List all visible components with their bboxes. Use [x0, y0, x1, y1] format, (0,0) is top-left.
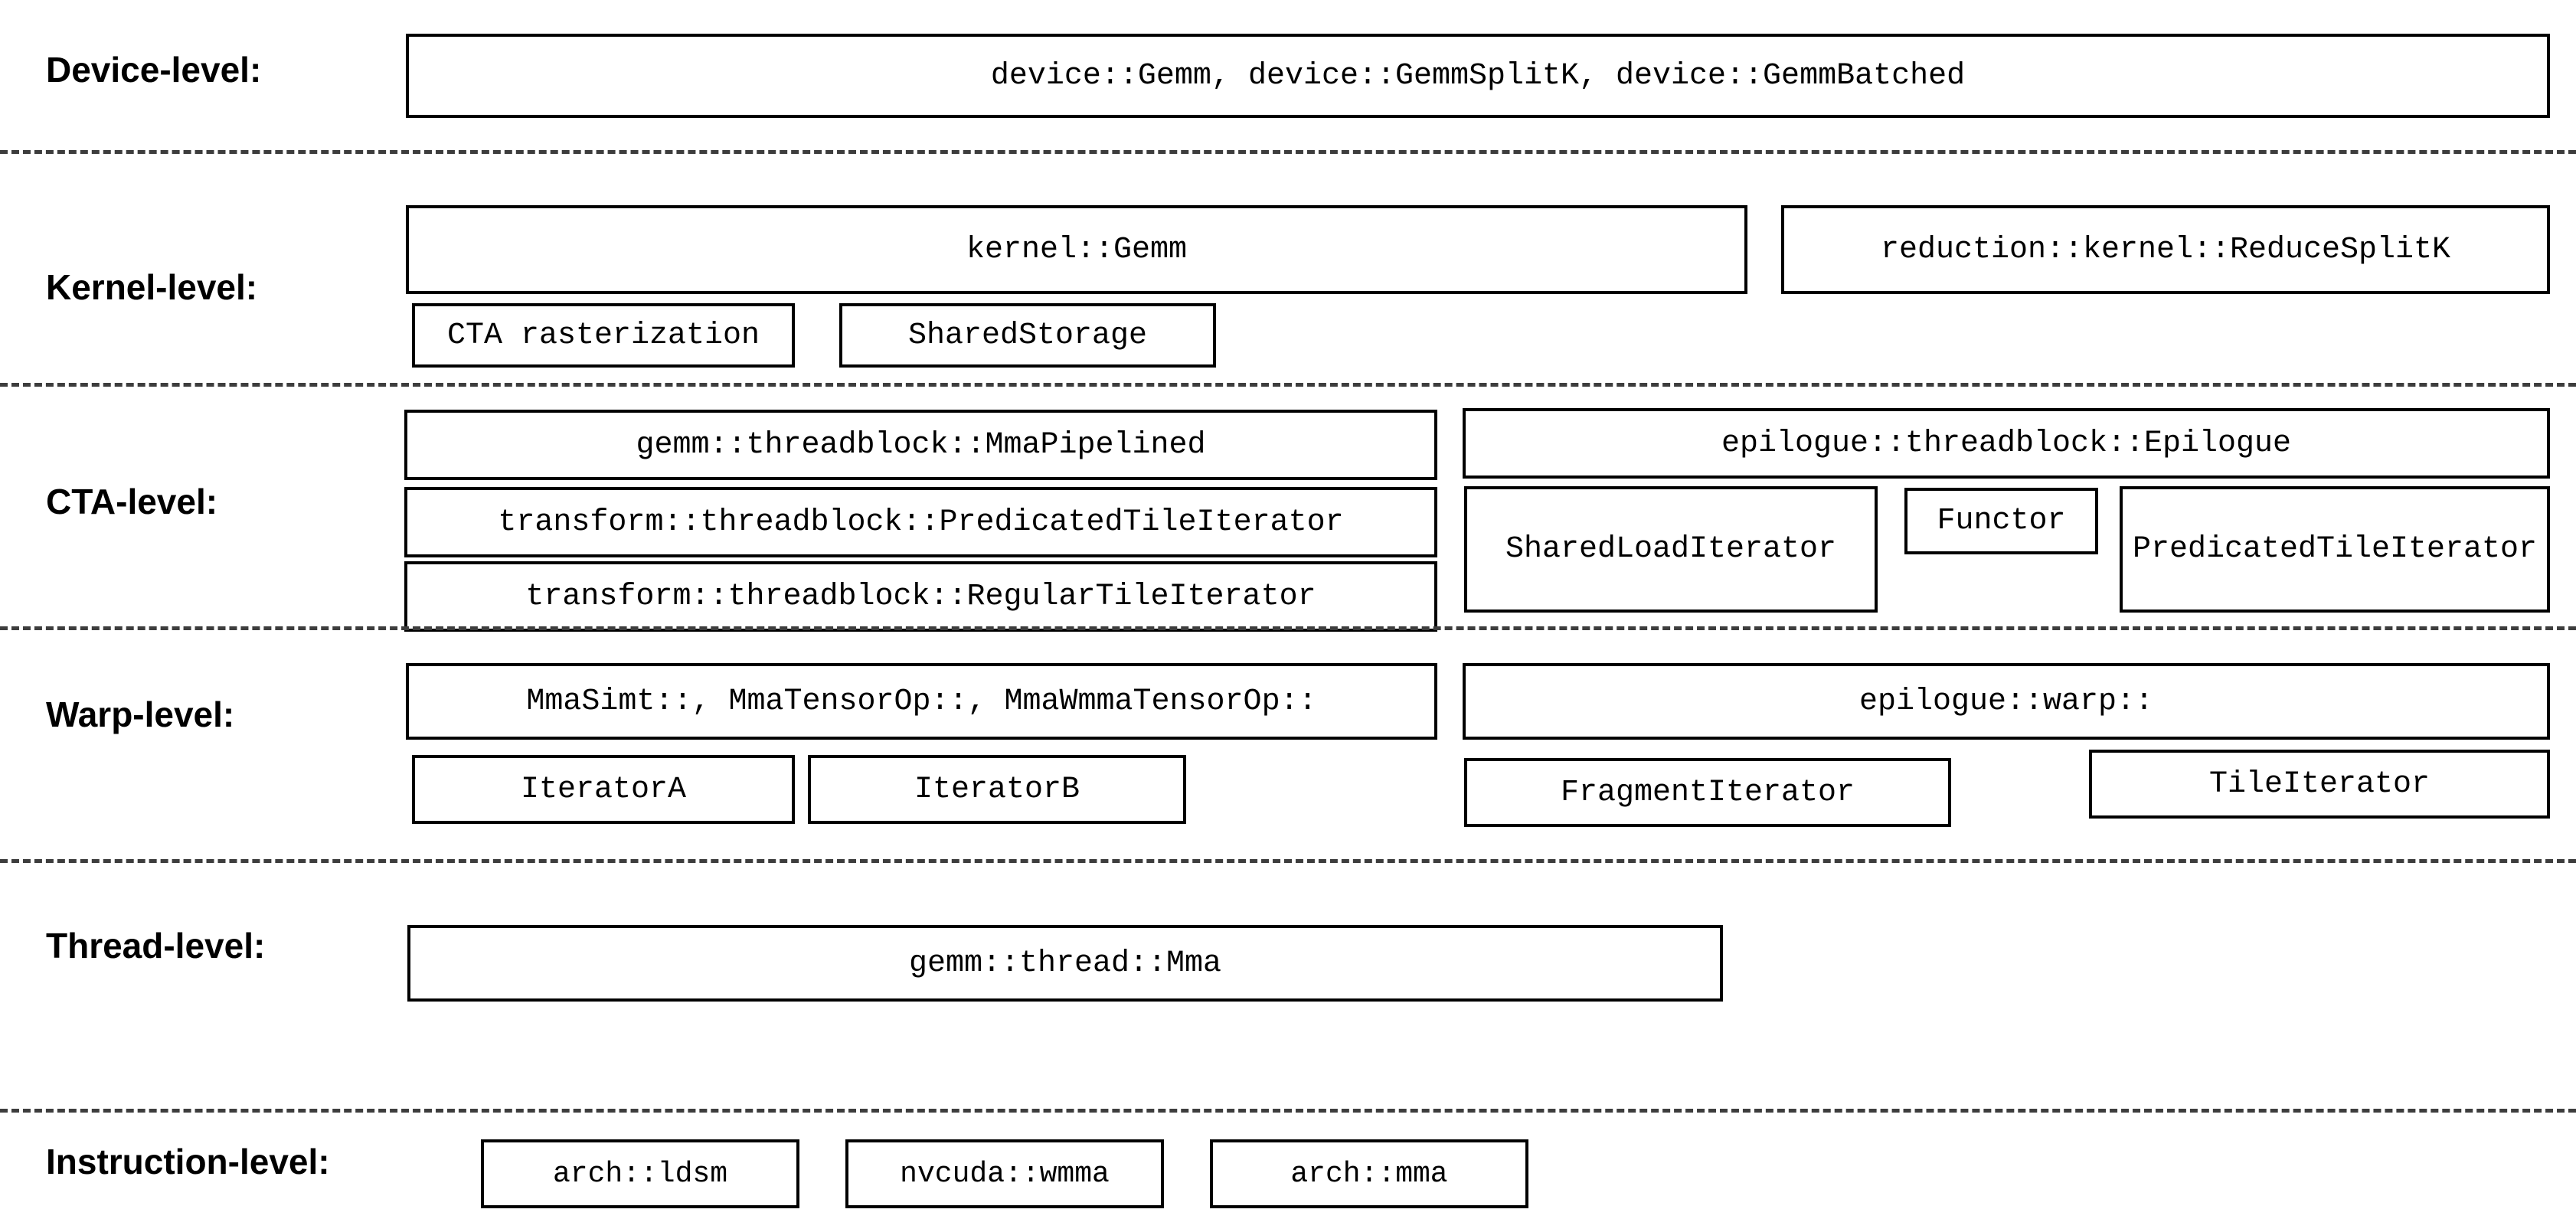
- box-functor-label: Functor: [1937, 504, 2066, 538]
- level-label-thread: Thread-level:: [46, 926, 266, 966]
- box-kernel-gemm[interactable]: kernel::Gemm: [406, 205, 1747, 294]
- separator-warp-thread: [0, 859, 2576, 863]
- box-mma-warp-ops[interactable]: MmaSimt::, MmaTensorOp::, MmaWmmaTensorO…: [406, 663, 1437, 740]
- box-epilogue-threadblock-epilogue-label: epilogue::threadblock::Epilogue: [1721, 426, 2292, 461]
- box-transform-threadblock-predicatedtileiterator-label: transform::threadblock::PredicatedTileIt…: [498, 505, 1344, 540]
- box-epilogue-warp-label: epilogue::warp::: [1858, 684, 2154, 719]
- separator-cta-warp: [0, 626, 2576, 630]
- level-label-instruction: Instruction-level:: [46, 1142, 330, 1181]
- box-predicatedtileiterator[interactable]: PredicatedTileIterator: [2120, 486, 2550, 613]
- level-label-cta: CTA-level:: [46, 482, 218, 521]
- box-functor[interactable]: Functor: [1904, 488, 2098, 554]
- box-fragmentiterator-label: FragmentIterator: [1560, 775, 1855, 810]
- box-transform-threadblock-regulartileiterator[interactable]: transform::threadblock::RegularTileItera…: [404, 561, 1437, 632]
- box-sharedstorage-label: SharedStorage: [907, 318, 1148, 353]
- box-arch-mma[interactable]: arch::mma: [1210, 1139, 1528, 1208]
- box-arch-ldsm-label: arch::ldsm: [552, 1157, 728, 1191]
- box-arch-mma-label: arch::mma: [1290, 1157, 1448, 1191]
- box-cta-rasterization[interactable]: CTA rasterization: [412, 303, 795, 368]
- box-sharedloaditerator-label: SharedLoadIterator: [1505, 532, 1837, 567]
- box-gemm-thread-mma-label: gemm::thread::Mma: [908, 946, 1222, 981]
- box-transform-threadblock-predicatedtileiterator[interactable]: transform::threadblock::PredicatedTileIt…: [404, 487, 1437, 557]
- box-nvcuda-wmma-label: nvcuda::wmma: [900, 1157, 1110, 1191]
- box-device-gemm-label: device::Gemm, device::GemmSplitK, device…: [990, 58, 1966, 93]
- level-label-device: Device-level:: [46, 50, 262, 90]
- box-fragmentiterator[interactable]: FragmentIterator: [1464, 758, 1951, 827]
- box-transform-threadblock-regulartileiterator-label: transform::threadblock::RegularTileItera…: [525, 579, 1316, 614]
- level-label-kernel: Kernel-level:: [46, 267, 258, 307]
- separator-device-kernel: [0, 150, 2576, 154]
- separator-thread-instruction: [0, 1109, 2576, 1113]
- box-gemm-threadblock-mmapipelined[interactable]: gemm::threadblock::MmaPipelined: [404, 410, 1437, 480]
- separator-kernel-cta: [0, 383, 2576, 387]
- box-reduction-kernel-reducesplitk[interactable]: reduction::kernel::ReduceSplitK: [1781, 205, 2550, 294]
- box-gemm-threadblock-mmapipelined-label: gemm::threadblock::MmaPipelined: [636, 427, 1206, 462]
- box-reduction-kernel-reducesplitk-label: reduction::kernel::ReduceSplitK: [1880, 232, 2451, 267]
- box-device-gemm[interactable]: device::Gemm, device::GemmSplitK, device…: [406, 34, 2550, 118]
- box-tileiterator[interactable]: TileIterator: [2089, 750, 2550, 819]
- box-iterator-b-label: IteratorB: [914, 772, 1080, 807]
- box-cta-rasterization-label: CTA rasterization: [446, 318, 760, 353]
- box-kernel-gemm-label: kernel::Gemm: [966, 232, 1188, 267]
- box-arch-ldsm[interactable]: arch::ldsm: [481, 1139, 799, 1208]
- box-nvcuda-wmma[interactable]: nvcuda::wmma: [845, 1139, 1164, 1208]
- box-mma-warp-ops-label: MmaSimt::, MmaTensorOp::, MmaWmmaTensorO…: [526, 684, 1317, 719]
- box-tileiterator-label: TileIterator: [2208, 766, 2431, 802]
- box-predicatedtileiterator-label: PredicatedTileIterator: [2132, 532, 2538, 567]
- level-label-warp: Warp-level:: [46, 694, 235, 734]
- box-iterator-a[interactable]: IteratorA: [412, 755, 795, 824]
- box-epilogue-warp[interactable]: epilogue::warp::: [1463, 663, 2550, 740]
- box-sharedloaditerator[interactable]: SharedLoadIterator: [1464, 486, 1878, 613]
- box-sharedstorage[interactable]: SharedStorage: [839, 303, 1216, 368]
- box-epilogue-threadblock-epilogue[interactable]: epilogue::threadblock::Epilogue: [1463, 408, 2550, 479]
- box-iterator-a-label: IteratorA: [520, 772, 687, 807]
- box-gemm-thread-mma[interactable]: gemm::thread::Mma: [407, 925, 1723, 1002]
- box-iterator-b[interactable]: IteratorB: [808, 755, 1186, 824]
